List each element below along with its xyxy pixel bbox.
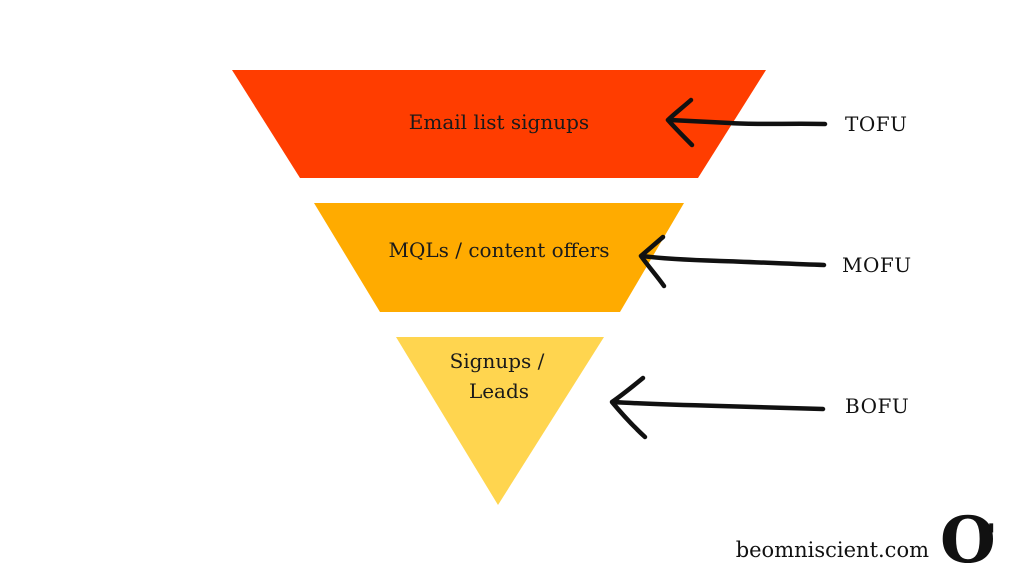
tofu-segment-label: Email list signups <box>409 110 589 134</box>
bofu-stage-label: BOFU <box>845 394 909 418</box>
mofu-segment-label: MQLs / content offers <box>388 238 609 262</box>
tofu-stage-label: TOFU <box>845 112 907 136</box>
mofu-segment <box>314 203 684 312</box>
site-url: beomniscient.com <box>736 538 929 562</box>
mofu-stage-label: MOFU <box>842 253 912 277</box>
svg-text:': ' <box>986 517 996 557</box>
tofu-arrow <box>665 97 828 148</box>
bofu-segment-label-line-1: Signups / <box>450 349 545 373</box>
bofu-arrow <box>609 375 826 440</box>
mofu-arrow <box>638 234 827 289</box>
svg-text:O: O <box>940 503 996 576</box>
brand-logo-icon: O ' <box>940 503 996 576</box>
bofu-segment-label-line-2: Leads <box>469 379 529 403</box>
tofu-segment <box>232 70 766 178</box>
bofu-segment <box>396 337 604 505</box>
